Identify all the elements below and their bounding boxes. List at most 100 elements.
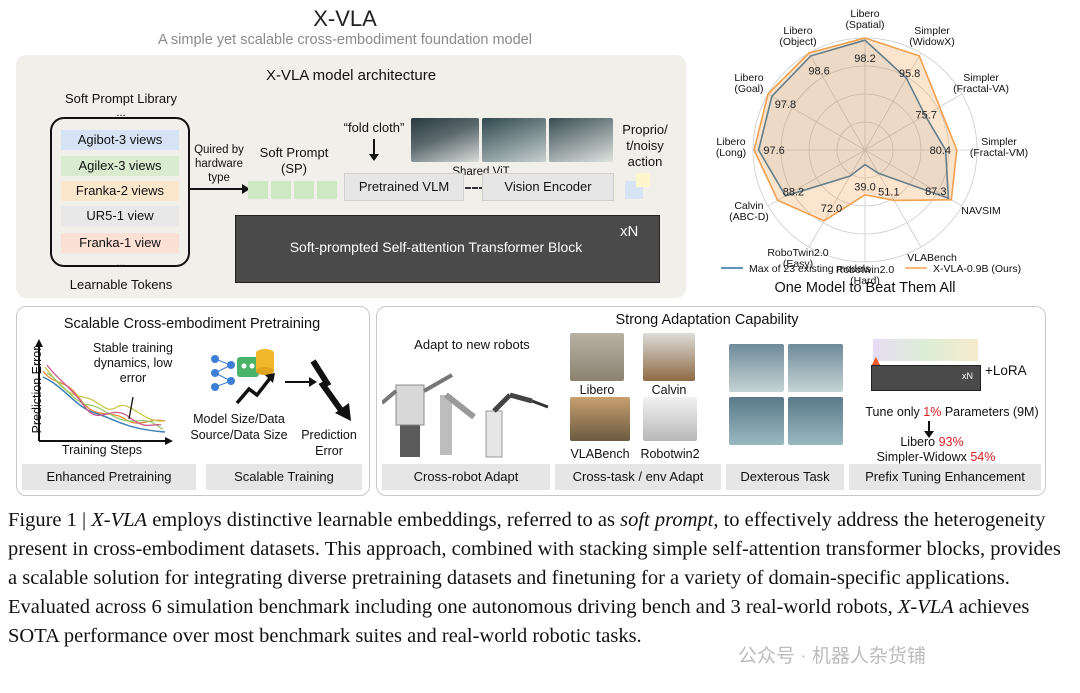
model-size-label: Model Size/Data Source/Data Size xyxy=(190,412,288,442)
caption-model-name: X-VLA xyxy=(897,596,954,618)
simpler-result-value: 54% xyxy=(970,450,996,464)
adaptation-panel: Strong Adaptation Capability Adapt to ne… xyxy=(376,306,1046,496)
proprio-label: Proprio/ t/noisy action xyxy=(622,122,668,169)
radar-category-line: NAVSIM xyxy=(961,205,1000,217)
proprio-token xyxy=(636,173,650,187)
radar-category-line: Libero xyxy=(734,72,763,84)
dexterous-image xyxy=(788,344,843,392)
sp-token xyxy=(317,181,337,199)
radar-category-line: (Spatial) xyxy=(845,19,884,31)
prediction-error-label: Prediction Error xyxy=(301,428,357,458)
robots-illustration xyxy=(382,373,549,458)
x-axis-arrowhead xyxy=(165,437,173,445)
architecture-panel: X-VLA model architecture Soft Prompt Lib… xyxy=(16,55,686,298)
pretrained-vlm-box: Pretrained VLM xyxy=(344,173,464,201)
benchmark-vlabench: VLABench xyxy=(570,447,630,461)
radar-series-polygon xyxy=(757,39,950,200)
radar-spoke xyxy=(767,93,866,151)
mini-transformer-block xyxy=(871,365,981,391)
radar-caption: One Model to Beat Them All xyxy=(774,280,956,296)
y-axis-arrowhead xyxy=(35,339,43,347)
radar-category-label: Simpler(Fractal-VM) xyxy=(970,136,1028,159)
radar-spoke xyxy=(864,149,922,248)
database-icon xyxy=(256,349,274,375)
radar-category-line: (Object) xyxy=(779,36,816,48)
radar-category-line: Simpler xyxy=(981,136,1017,148)
quired-label: Quired by hardware type xyxy=(194,144,244,184)
radar-category-line: Simpler xyxy=(914,25,950,37)
dexterous-image xyxy=(788,397,843,445)
radar-spoke xyxy=(864,93,963,151)
calvin-image xyxy=(643,333,695,381)
soft-prompt-ur5: UR5-1 view xyxy=(61,206,179,226)
caption-prefix: Figure 1 | xyxy=(8,509,92,531)
radar-category-line: RoboTwin2.0 xyxy=(767,247,828,259)
radar-category-label: Libero(Object) xyxy=(779,25,816,48)
radar-category-label: RoboTwin2.0(Easy) xyxy=(767,247,828,270)
radar-category-label: Robotwin2.0(Hard) xyxy=(836,264,895,287)
tab-dexterous: Dexterous Task xyxy=(726,464,844,490)
transformer-label: Soft-prompted Self-attention Transformer… xyxy=(289,239,583,255)
caption-text: achieves SOTA performance over most benc… xyxy=(8,596,1030,647)
libero-result-value: 93% xyxy=(938,435,964,449)
radar-category-line: Libero xyxy=(716,136,745,148)
benchmark-calvin: Calvin xyxy=(651,383,687,397)
quired-arrow xyxy=(188,188,244,190)
training-curve xyxy=(42,370,166,424)
x-axis-label: Training Steps xyxy=(61,443,143,457)
library-ellipsis-top: ... xyxy=(116,107,126,119)
radar-category-line: Libero xyxy=(850,8,879,20)
radar-category-line: Robotwin2.0 xyxy=(836,264,895,276)
camera-image xyxy=(411,118,479,162)
vision-encoder-box: Vision Encoder xyxy=(482,173,614,201)
neural-network-icon xyxy=(211,355,235,391)
scaling-icon xyxy=(211,349,275,405)
caption-text: , to effectively address the heterogenei… xyxy=(8,509,1061,618)
radar-value-label: 72.0 xyxy=(821,203,842,215)
transformer-repeat: xN xyxy=(620,223,639,240)
radar-category-line: (Easy) xyxy=(783,258,813,270)
prefix-prompt-tokens xyxy=(873,339,978,361)
radar-category-label: Libero(Goal) xyxy=(734,72,763,95)
caption-text: employs distinctive learnable embeddings… xyxy=(147,509,621,531)
radar-spoke xyxy=(864,52,922,151)
right-arrowhead xyxy=(309,377,317,387)
soft-prompt-franka1: Franka-1 view xyxy=(61,233,179,253)
soft-prompt-franka2: Franka-2 views xyxy=(61,181,179,201)
radar-category-label: NAVSIM xyxy=(961,205,1000,217)
robot-icon xyxy=(237,357,259,377)
radar-category-line: Simpler xyxy=(963,72,999,84)
instruction-arrow-line xyxy=(373,139,375,155)
soft-prompt-list: Agibot-3 views Agilex-3 views Franka-2 v… xyxy=(61,130,179,260)
mini-transformer-repeat: xN xyxy=(962,371,973,381)
fire-icon: ▲ xyxy=(869,352,883,368)
radar-category-label: Libero(Spatial) xyxy=(845,8,884,31)
radar-category-label: VLABench xyxy=(907,252,957,264)
training-curve xyxy=(46,364,162,427)
pretraining-title: Scalable Cross-embodiment Pretraining xyxy=(63,316,321,332)
sp-token xyxy=(271,181,291,199)
benchmark-robotwin: Robotwin2 xyxy=(640,447,700,461)
dexterous-image xyxy=(729,397,784,445)
training-annotation: Stable training dynamics, low error xyxy=(93,341,173,385)
pretraining-panel: Scalable Cross-embodiment Pretraining Pr… xyxy=(16,306,370,496)
camera-image xyxy=(482,118,546,162)
transformer-block xyxy=(235,215,660,283)
library-bracket xyxy=(50,117,190,267)
tab-cross-robot: Cross-robot Adapt xyxy=(382,464,550,490)
simpler-result-label: Simpler-Widowx xyxy=(876,450,971,464)
tab-prefix-tuning: Prefix Tuning Enhancement xyxy=(849,464,1041,490)
radar-category-line: (Hard) xyxy=(850,275,880,287)
tab-scalable-training: Scalable Training xyxy=(206,464,362,490)
architecture-title: X-VLA model architecture xyxy=(265,67,437,84)
trend-up-icon xyxy=(235,375,273,405)
tune-text: Parameters (9M) xyxy=(941,405,1039,419)
tune-text: Tune only xyxy=(865,405,924,419)
radar-value-label: 87.3 xyxy=(925,186,946,198)
caption-model-name: X-VLA xyxy=(91,509,148,531)
radar-value-label: 75.7 xyxy=(916,110,937,122)
tab-enhanced-pretraining: Enhanced Pretraining xyxy=(22,464,196,490)
training-curve-plot xyxy=(35,339,173,445)
legend-label-existing: Max of 23 existing models xyxy=(749,263,870,275)
quired-arrowhead xyxy=(242,184,250,194)
